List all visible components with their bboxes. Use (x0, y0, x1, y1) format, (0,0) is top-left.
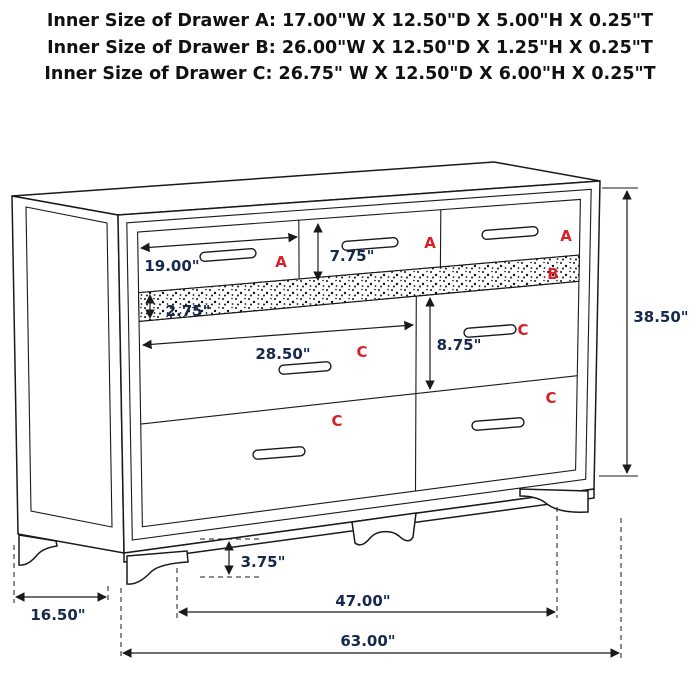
row-line-b-bottom (139, 280, 579, 322)
dim-drawer-c-height-label: 8.75" (437, 336, 482, 354)
drawer-c-right-top-handle (463, 324, 517, 338)
row-line-c-middle (140, 375, 578, 425)
middle-foot (351, 512, 417, 546)
drawer-c-right-bottom-letter: C (545, 389, 556, 407)
dim-leg-span-label: 47.00" (335, 592, 390, 610)
dresser-front-frame-mid (126, 188, 592, 541)
inner-size-line-c: Inner Size of Drawer C: 26.75" W X 12.50… (44, 64, 656, 84)
dim-base-height: 3.75" (200, 538, 286, 578)
dim-drawer-a-height-label: 7.75" (330, 247, 375, 265)
dim-overall-width: 63.00" (120, 518, 622, 659)
left-side-panel-inner-border (25, 206, 113, 528)
dim-leg-span: 47.00" (176, 507, 558, 618)
dim-drawer-a-height: 7.75" (313, 223, 375, 281)
drawer-c-right-bottom-handle (471, 417, 525, 431)
dim-overall-height: 38.50" (599, 187, 689, 477)
inner-size-line-b: Inner Size of Drawer B: 26.00"W X 12.50"… (47, 37, 653, 58)
dim-drawer-b-height: 2.75" (145, 294, 211, 320)
dim-drawer-c-width-label: 28.50" (255, 345, 310, 363)
inner-size-title-block: Inner Size of Drawer A: 17.00"W X 12.50"… (0, 8, 700, 88)
dim-drawer-b-height-label: 2.75" (166, 302, 211, 320)
dim-drawer-a-width: 19.00" (140, 232, 298, 275)
left-back-foot (18, 534, 58, 566)
left-front-foot (126, 550, 189, 585)
dim-drawer-a-width-label: 19.00" (144, 257, 199, 275)
dresser-front-frame-inner (137, 198, 581, 528)
dim-overall-height-label: 38.50" (633, 308, 688, 326)
right-front-foot (519, 488, 589, 513)
dim-side-depth-label: 16.50" (30, 606, 85, 624)
drawer-c-left-bottom-handle (252, 446, 306, 460)
drawer-a2-letter: A (424, 234, 436, 252)
drawer-a3-letter: A (560, 227, 572, 245)
dim-drawer-c-width: 28.50" (142, 320, 414, 363)
drawer-a1-letter: A (275, 253, 287, 271)
drawer-c-left-top-handle (278, 361, 332, 375)
inner-size-line-a: Inner Size of Drawer A: 17.00"W X 12.50"… (46, 11, 654, 31)
drawer-a2-handle (341, 236, 399, 252)
dim-base-height-label: 3.75" (241, 553, 286, 571)
drawer-c-left-bottom-letter: C (331, 412, 342, 430)
drawer-c-left-top-letter: C (356, 343, 367, 361)
drawer-a3-handle (481, 225, 539, 241)
dim-drawer-c-height: 8.75" (425, 297, 482, 390)
dim-overall-width-label: 63.00" (340, 632, 395, 650)
drawer-c-right-top-letter: C (517, 321, 528, 339)
drawer-b-letter: B (547, 265, 558, 283)
dim-side-depth: 16.50" (13, 545, 109, 624)
